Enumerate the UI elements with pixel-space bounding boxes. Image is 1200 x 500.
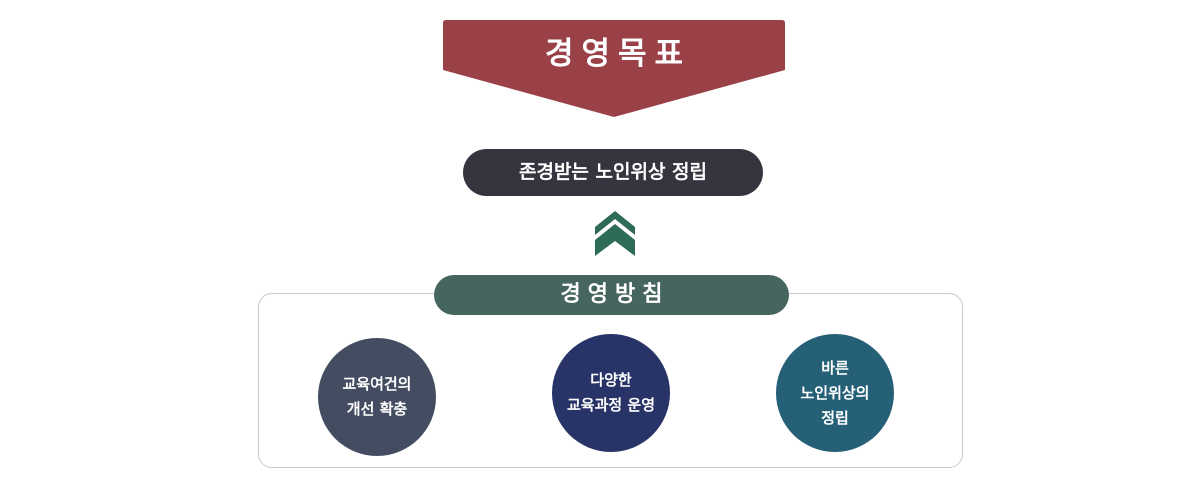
double-chevron-up-icon xyxy=(595,211,635,256)
policy-item-line: 개선 확충 xyxy=(346,400,408,418)
policy-item-line: 다양한 xyxy=(590,371,632,389)
vision-statement: 존경받는 노인위상 정립 xyxy=(463,149,763,196)
management-goal-banner: 경영목표 xyxy=(443,20,785,117)
policy-item-line: 교육과정 운영 xyxy=(566,396,656,414)
goal-banner-shape xyxy=(443,20,785,117)
policy-item-line: 교육여건의 xyxy=(342,375,412,393)
goal-title: 경영목표 xyxy=(544,36,692,72)
policy-title: 경영방침 xyxy=(434,275,789,315)
policy-item-line: 정립 xyxy=(821,408,849,427)
policy-item-facilities: 교육여건의 개선 확충 xyxy=(318,338,436,456)
policy-item-curriculum: 다양한 교육과정 운영 xyxy=(552,334,670,452)
policy-item-line: 노인위상의 xyxy=(800,383,870,402)
policy-item-line: 바른 xyxy=(821,358,849,377)
policy-item-senior-status: 바른 노인위상의 정립 xyxy=(776,334,894,452)
